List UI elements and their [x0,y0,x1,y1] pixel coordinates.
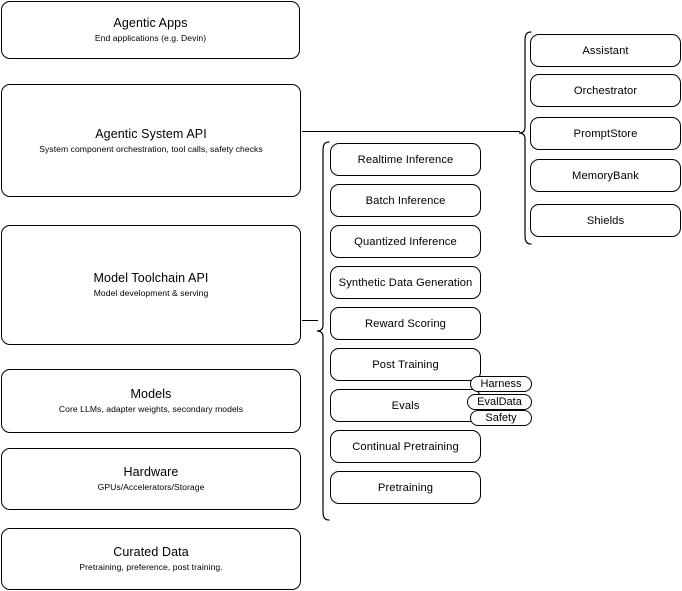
component-box-reward-scoring[interactable]: Reward Scoring [330,307,481,340]
layer-title: Model Toolchain API [93,271,209,285]
component-label: Realtime Inference [357,153,454,166]
system-component-label: Orchestrator [573,84,638,97]
eval-tag-label: Safety [485,412,517,424]
system-component-label: PromptStore [573,127,638,140]
layer-title: Agentic Apps [113,16,188,30]
eval-tag-label: EvalData [477,396,522,408]
component-label: Post Training [372,358,439,371]
system-component-box-memorybank[interactable]: MemoryBank [530,159,681,192]
eval-tag-evaldata[interactable]: EvalData [467,394,532,410]
layer-box-models[interactable]: Models Core LLMs, adapter weights, secon… [1,369,301,433]
layer-subtitle: System component orchestration, tool cal… [39,143,263,154]
layer-subtitle: Pretraining, preference, post training. [79,562,223,572]
component-box-realtime-inference[interactable]: Realtime Inference [330,143,481,176]
component-box-continual-pretraining[interactable]: Continual Pretraining [330,430,481,463]
system-component-box-shields[interactable]: Shields [530,204,681,237]
connector-system-api-to-components [302,131,520,132]
component-label: Batch Inference [365,194,446,207]
component-label: Synthetic Data Generation [338,276,473,289]
component-label: Pretraining [377,481,434,494]
layer-title: Models [130,387,172,401]
eval-tag-harness[interactable]: Harness [470,376,532,392]
layer-subtitle: Core LLMs, adapter weights, secondary mo… [58,404,244,414]
layer-title: Curated Data [113,545,189,559]
layer-subtitle: GPUs/Accelerators/Storage [97,482,205,492]
system-component-label: Assistant [582,44,629,57]
layer-title: Agentic System API [95,126,207,141]
layer-box-hardware[interactable]: Hardware GPUs/Accelerators/Storage [1,448,301,510]
component-label: Quantized Inference [354,235,457,248]
eval-tag-label: Harness [480,378,522,390]
layer-box-agentic-apps[interactable]: Agentic Apps End applications (e.g. Devi… [1,1,300,59]
connector-toolchain-api-to-components [302,320,318,321]
layer-subtitle: Model development & serving [93,288,209,298]
component-label: Continual Pretraining [352,440,459,453]
component-box-post-training[interactable]: Post Training [330,348,481,381]
component-box-pretraining[interactable]: Pretraining [330,471,481,504]
component-label: Evals [391,399,420,412]
component-box-evals[interactable]: Evals [330,389,481,422]
brace-toolchain [316,141,330,521]
system-component-box-promptstore[interactable]: PromptStore [530,117,681,150]
system-component-label: Shields [586,214,625,227]
layer-box-agentic-system-api[interactable]: Agentic System API System component orch… [1,84,301,197]
system-component-box-orchestrator[interactable]: Orchestrator [530,74,681,107]
system-component-box-assistant[interactable]: Assistant [530,34,681,67]
component-box-synthetic-data-generation[interactable]: Synthetic Data Generation [330,266,481,299]
component-box-quantized-inference[interactable]: Quantized Inference [330,225,481,258]
layer-subtitle: End applications (e.g. Devin) [94,33,207,43]
component-box-batch-inference[interactable]: Batch Inference [330,184,481,217]
system-component-label: MemoryBank [572,169,639,182]
layer-box-model-toolchain-api[interactable]: Model Toolchain API Model development & … [1,225,301,345]
layer-box-curated-data[interactable]: Curated Data Pretraining, preference, po… [1,528,301,590]
component-label: Reward Scoring [365,317,446,330]
eval-tag-safety[interactable]: Safety [470,410,532,426]
layer-title: Hardware [123,465,179,479]
